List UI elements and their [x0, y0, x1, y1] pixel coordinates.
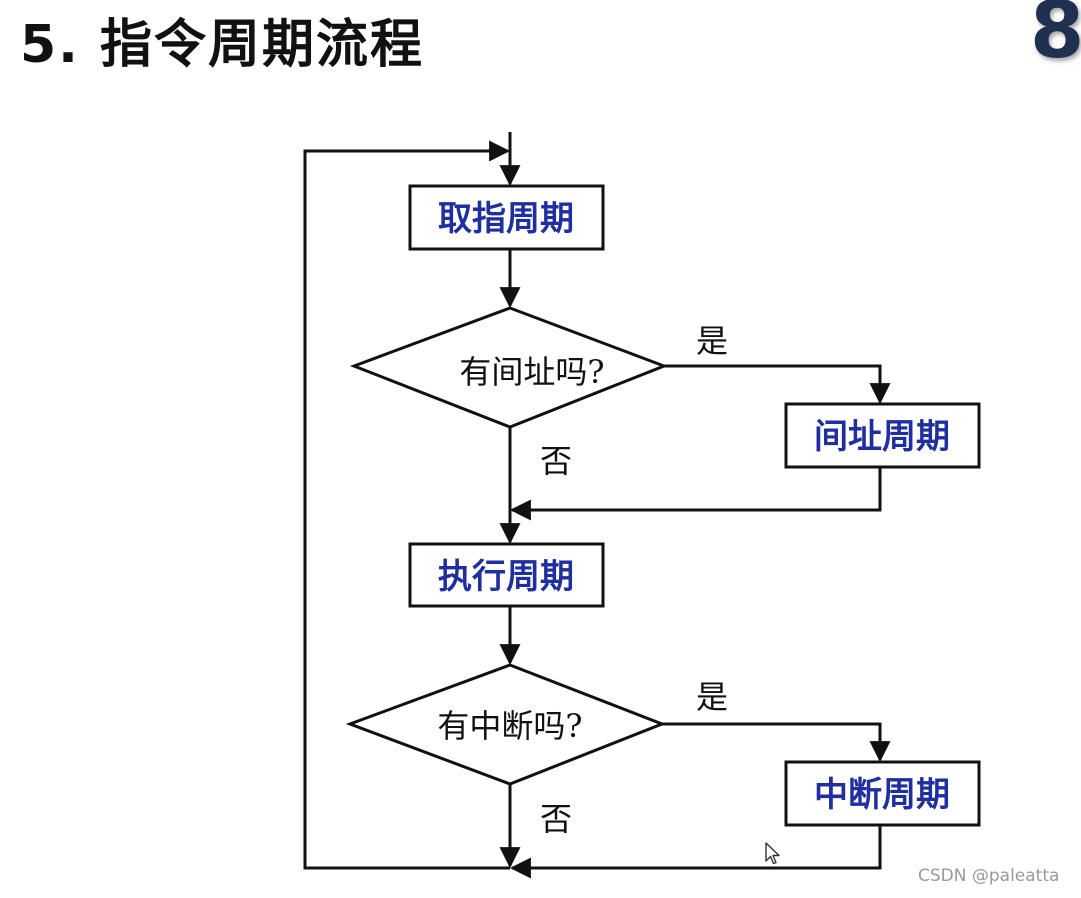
indirect-yes-label: 是 — [696, 322, 728, 360]
execute-cycle-box — [408, 542, 605, 608]
watermark: CSDN @paleatta — [918, 866, 1060, 886]
indirect-decision-label: 有间址吗? — [459, 353, 604, 391]
indirect-cycle-box — [784, 402, 981, 469]
connector-indirect-yes — [664, 364, 891, 405]
slide-number: 8 — [1030, 0, 1081, 76]
indirect-cycle-node: 间址周期 — [784, 402, 981, 469]
interrupt-yes-label: 是 — [696, 678, 728, 716]
fetch-cycle-label: 取指周期 — [438, 199, 574, 239]
indirect-cycle-label: 间址周期 — [814, 417, 950, 457]
indirect-decision-diamond — [349, 306, 669, 429]
connector-interrupt-yes — [662, 722, 891, 763]
interrupt-no-label: 否 — [540, 800, 572, 838]
interrupt-cycle-node: 中断周期 — [784, 760, 981, 827]
page-title: 5. 指令周期流程 — [20, 15, 425, 75]
interrupt-decision-node: 有中断吗? — [345, 663, 667, 786]
fetch-cycle-box — [408, 184, 605, 251]
execute-cycle-label: 执行周期 — [438, 557, 574, 597]
connector-indirect-return — [509, 468, 882, 521]
interrupt-cycle-box — [784, 760, 981, 827]
execute-cycle-node: 执行周期 — [408, 542, 605, 608]
connector-loop-back — [303, 140, 511, 870]
interrupt-decision-label: 有中断吗? — [437, 707, 582, 745]
indirect-no-label: 否 — [540, 442, 572, 480]
connector-interrupt-return — [509, 826, 882, 879]
indirect-decision-node: 有间址吗? — [349, 306, 669, 429]
mouse-cursor-icon — [765, 842, 780, 865]
connectors — [303, 132, 891, 879]
interrupt-cycle-label: 中断周期 — [814, 775, 950, 815]
fetch-cycle-node: 取指周期 — [408, 184, 605, 251]
interrupt-decision-diamond — [345, 663, 667, 786]
